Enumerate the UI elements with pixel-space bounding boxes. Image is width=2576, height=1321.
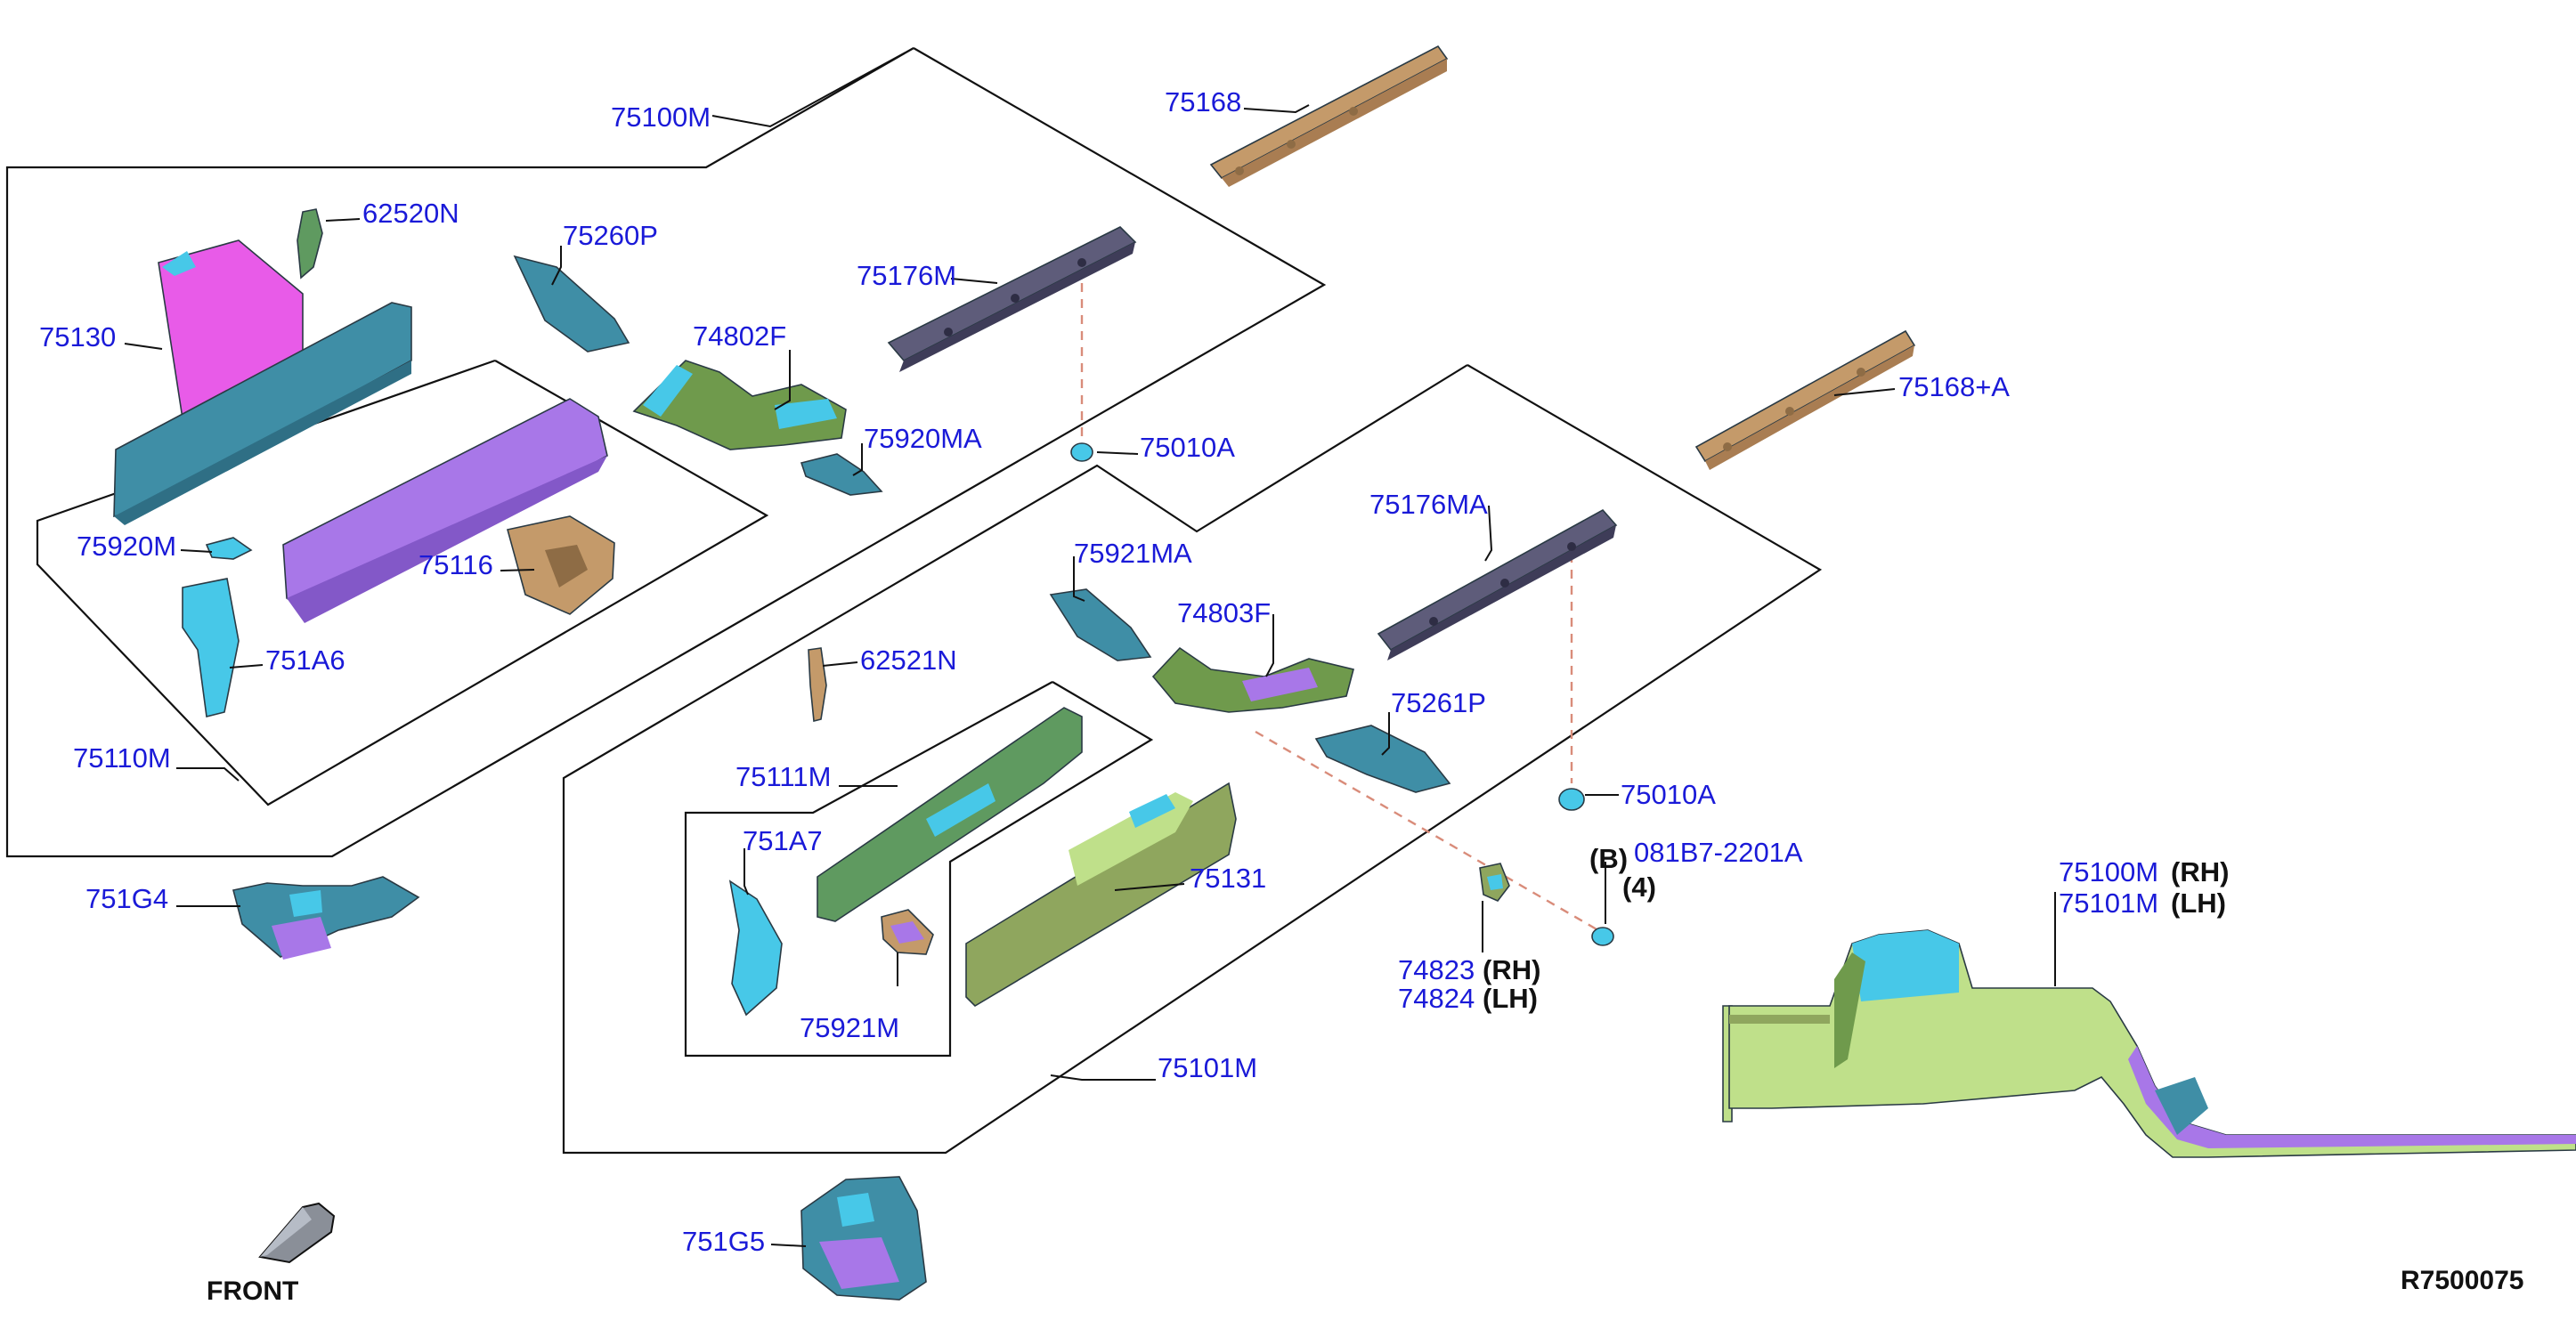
part-75116-bracket[interactable] xyxy=(507,515,615,615)
callout-75921m[interactable]: 75921M xyxy=(800,1012,899,1043)
part-75100m-75101m-assembly[interactable] xyxy=(1722,929,2576,1158)
part-75168a-rail[interactable] xyxy=(1694,329,1916,470)
part-751a6-bracket[interactable] xyxy=(182,578,240,717)
part-75261p-bracket[interactable] xyxy=(1314,725,1451,793)
part-75920m-gusset[interactable] xyxy=(205,537,253,560)
frame-75101m-assembly xyxy=(562,364,1823,1155)
part-751g5-bracket[interactable] xyxy=(800,1176,927,1301)
callout-75261p[interactable]: 75261P xyxy=(1391,687,1486,718)
part-75260p-bracket[interactable] xyxy=(513,255,630,353)
callout-75101m-lh[interactable]: 75101M xyxy=(2059,887,2158,919)
callout-75130[interactable]: 75130 xyxy=(39,321,116,353)
callout-751g5[interactable]: 751G5 xyxy=(682,1226,765,1257)
callout-75100m-rh[interactable]: 75100M xyxy=(2059,856,2158,887)
callout-081b7-2201a[interactable]: 081B7-2201A xyxy=(1634,837,1803,868)
callout-75920ma[interactable]: 75920MA xyxy=(864,423,982,454)
callout-75010a-2[interactable]: 75010A xyxy=(1621,779,1716,810)
callout-b-qualifier: (B) xyxy=(1589,843,1628,874)
callout-75176m[interactable]: 75176M xyxy=(857,260,956,291)
part-751a7-bracket[interactable] xyxy=(728,879,783,1017)
part-75176m-beam[interactable] xyxy=(887,226,1137,372)
part-inner-member-purple[interactable] xyxy=(282,398,608,623)
callout-74802f[interactable]: 74802F xyxy=(693,320,786,352)
callout-62520n[interactable]: 62520N xyxy=(362,198,459,229)
callout-751a7[interactable]: 751A7 xyxy=(743,825,823,856)
frame-75111m-subassembly xyxy=(684,681,1154,1058)
part-75168-rail[interactable] xyxy=(1209,45,1449,187)
part-75010a-bolt-2[interactable] xyxy=(1558,788,1585,811)
callout-75921ma[interactable]: 75921MA xyxy=(1074,538,1192,569)
front-label: FRONT xyxy=(207,1276,298,1306)
frame-75100m-assembly xyxy=(5,47,1327,858)
part-75130-side-member[interactable] xyxy=(113,239,412,525)
callout-75101m[interactable]: 75101M xyxy=(1158,1052,1257,1083)
frame-75110m-subassembly xyxy=(36,359,769,806)
callout-75100m[interactable]: 75100M xyxy=(611,101,711,133)
callout-75110m[interactable]: 75110M xyxy=(73,742,171,774)
callout-62521n[interactable]: 62521N xyxy=(860,644,957,676)
part-081b7-bolt[interactable] xyxy=(1591,927,1614,946)
callout-75260p[interactable]: 75260P xyxy=(563,220,658,251)
callout-751a6[interactable]: 751A6 xyxy=(265,644,345,676)
leader-lines xyxy=(124,47,2056,1247)
callout-75010a-1[interactable]: 75010A xyxy=(1140,432,1235,463)
part-75920ma-gusset[interactable] xyxy=(800,453,883,496)
diagram-code: R7500075 xyxy=(2401,1266,2523,1295)
front-arrow-icon xyxy=(258,1202,336,1264)
callout-rh-qualifier-1: (RH) xyxy=(2171,856,2229,887)
part-75176ma-beam[interactable] xyxy=(1377,508,1618,660)
callout-75111m[interactable]: 75111M xyxy=(735,761,831,792)
callout-74824[interactable]: 74824 xyxy=(1398,983,1475,1014)
part-75010a-bolt-1[interactable] xyxy=(1070,442,1093,462)
callout-labels: 75100M 75168 62520N 75260P 75176M 75130 … xyxy=(39,86,2229,1257)
callout-qty-4: (4) xyxy=(1622,871,1656,903)
part-75921ma-gusset[interactable] xyxy=(1049,588,1152,661)
part-62521n-bracket[interactable] xyxy=(808,647,827,723)
part-75111m-inner-member[interactable] xyxy=(817,707,1083,922)
callout-75168a[interactable]: 75168+A xyxy=(1898,371,2010,402)
callout-75920m[interactable]: 75920M xyxy=(77,531,176,562)
dash-line-74803f-bolt xyxy=(1255,730,1604,935)
callout-lh-qualifier-1: (LH) xyxy=(2171,887,2226,919)
callout-75168[interactable]: 75168 xyxy=(1165,86,1241,118)
callout-75176ma[interactable]: 75176MA xyxy=(1369,489,1488,520)
part-74803f-extension[interactable] xyxy=(1151,646,1354,713)
part-74802f-extension[interactable] xyxy=(632,360,847,450)
part-74823-74824-bracket[interactable] xyxy=(1479,863,1510,902)
part-62520n-bracket[interactable] xyxy=(297,208,323,280)
callout-lh-qualifier-2: (LH) xyxy=(1483,983,1538,1014)
part-75921m-gusset[interactable] xyxy=(881,909,934,955)
part-751g4-bracket[interactable] xyxy=(232,876,420,960)
part-75131-side-member[interactable] xyxy=(965,782,1237,1008)
callout-rh-qualifier-2: (RH) xyxy=(1483,954,1540,985)
callout-75116[interactable]: 75116 xyxy=(418,549,493,580)
callout-74823[interactable]: 74823 xyxy=(1398,954,1475,985)
callout-75131[interactable]: 75131 xyxy=(1190,863,1266,894)
callout-751g4[interactable]: 751G4 xyxy=(85,883,168,914)
callout-74803f[interactable]: 74803F xyxy=(1177,597,1271,628)
